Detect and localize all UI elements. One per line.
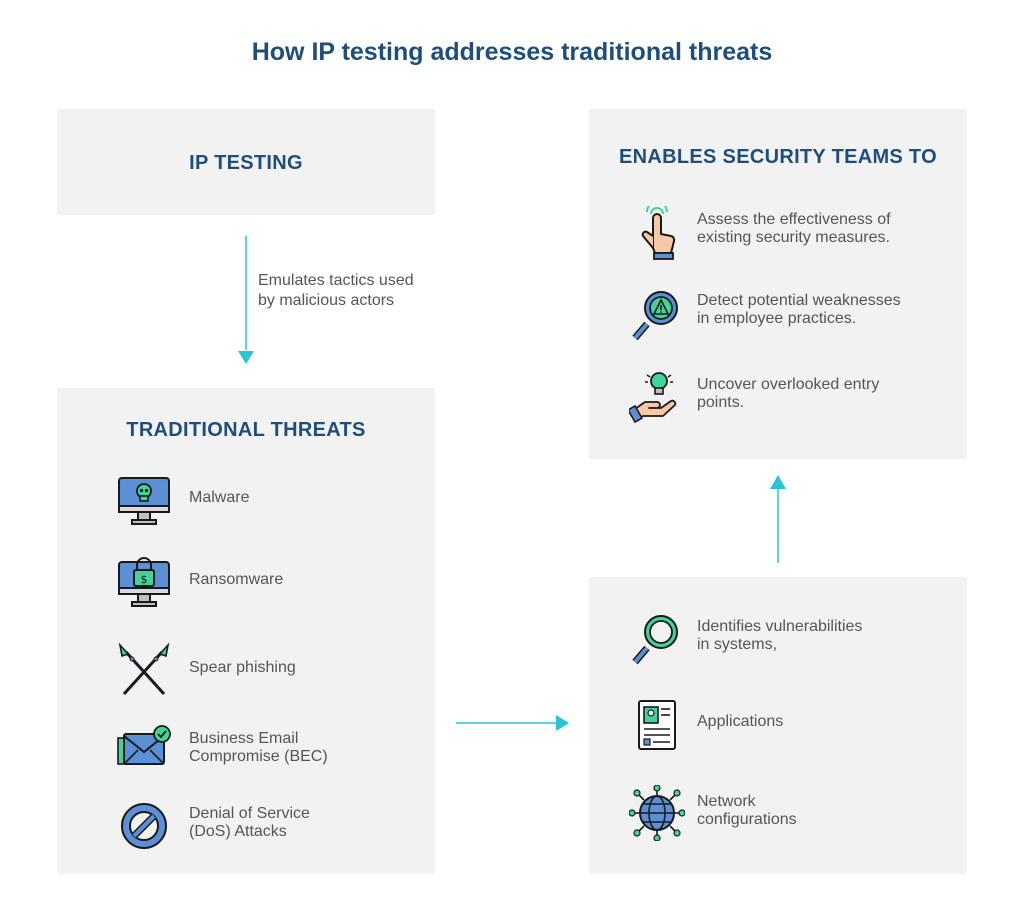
result-item: Network configurations — [589, 783, 967, 843]
result-label: Network configurations — [697, 793, 797, 828]
svg-text:$: $ — [141, 573, 148, 586]
prohibited-sign-icon — [116, 798, 172, 854]
security-label: Detect potential weaknesses in employee … — [697, 292, 901, 327]
email-envelope-check-icon — [116, 722, 172, 778]
crossed-spears-icon — [116, 642, 172, 698]
network-globe-icon — [628, 784, 686, 842]
threat-item: Denial of Service (DoS) Attacks — [57, 796, 435, 856]
ip-testing-box: IP TESTING — [57, 109, 435, 215]
result-label: Identifies vulnerabilities in systems, — [697, 618, 863, 653]
threat-item: Business Email Compromise (BEC) — [57, 720, 435, 780]
security-teams-box: ENABLES SECURITY TEAMS TO Assess the eff… — [589, 109, 967, 459]
threat-label: Ransomware — [189, 571, 284, 588]
hand-touch-icon — [629, 201, 685, 262]
ip-testing-title: IP TESTING — [189, 152, 303, 174]
threat-item: $ Ransomware — [57, 552, 435, 612]
result-label: Applications — [697, 713, 784, 730]
threat-label: Spear phishing — [189, 659, 296, 676]
arrow-down — [238, 236, 254, 364]
threat-label: Malware — [189, 489, 250, 506]
threat-label: Business Email Compromise (BEC) — [189, 730, 328, 765]
ransomware-lock-monitor-icon: $ — [116, 554, 172, 610]
security-teams-title: ENABLES SECURITY TEAMS TO — [619, 146, 937, 168]
security-item: Detect potential weaknesses in employee … — [589, 286, 967, 346]
security-item: Assess the effectiveness of existing sec… — [589, 201, 967, 264]
security-label: Uncover overlooked entry points. — [697, 376, 880, 411]
ip-results-box: Identifies vulnerabilities in systems, A… — [589, 577, 967, 874]
page-title: How IP testing addresses traditional thr… — [251, 38, 773, 66]
document-profile-icon — [629, 697, 685, 753]
arrow-up — [770, 475, 786, 563]
magnifier-warning-icon — [629, 288, 685, 344]
traditional-threats-box: TRADITIONAL THREATS Malware — [57, 388, 435, 874]
magnifier-icon — [629, 612, 685, 668]
result-item: Identifies vulnerabilities in systems, — [589, 610, 967, 670]
malware-skull-monitor-icon — [116, 472, 172, 528]
result-item: Applications — [589, 695, 967, 755]
security-item: Uncover overlooked entry points. — [589, 369, 967, 429]
threat-item: Spear phishing — [57, 640, 435, 700]
arrow-right — [456, 715, 569, 731]
threat-item: Malware — [57, 470, 435, 530]
arrow-label: Emulates tactics used by malicious actor… — [258, 272, 414, 309]
security-label: Assess the effectiveness of existing sec… — [697, 211, 891, 246]
threat-label: Denial of Service (DoS) Attacks — [189, 805, 310, 840]
hand-lightbulb-icon — [626, 369, 685, 425]
traditional-threats-title: TRADITIONAL THREATS — [126, 419, 366, 441]
